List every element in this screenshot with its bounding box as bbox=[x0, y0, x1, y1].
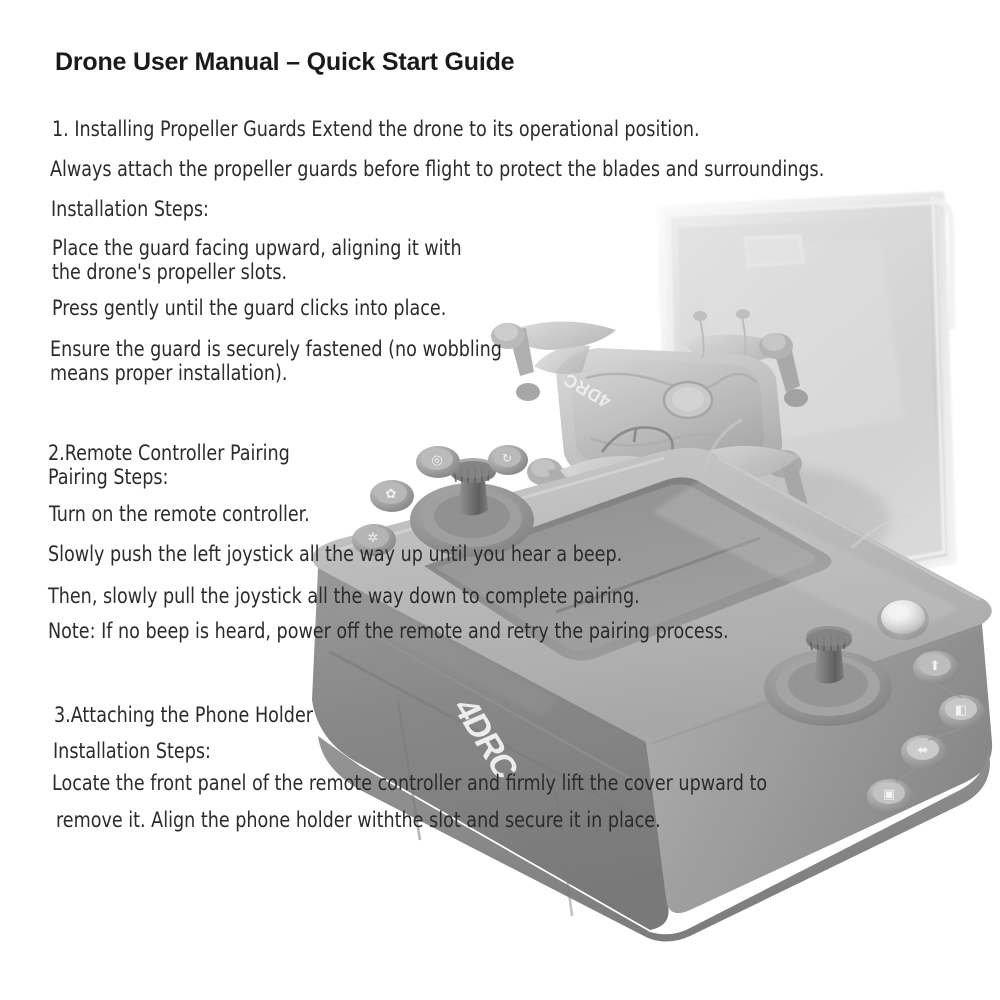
line-12-heading-3: 3.Attaching the Phone Holder bbox=[54, 703, 313, 727]
line-7-heading-2: 2.Remote Controller Pairing Pairing Step… bbox=[48, 441, 290, 489]
line-1-heading: 1. Installing Propeller Guards Extend th… bbox=[52, 117, 700, 141]
line-3-install-steps: Installation Steps: bbox=[51, 197, 209, 221]
line-4-place-guard: Place the guard facing upward, aligning … bbox=[52, 236, 462, 284]
line-5-press-gently: Press gently until the guard clicks into… bbox=[52, 296, 447, 320]
line-13-install-steps: Installation Steps: bbox=[53, 739, 211, 763]
line-15-remove: remove it. Align the phone holder withth… bbox=[56, 808, 661, 832]
line-6-ensure-guard: Ensure the guard is securely fastened (n… bbox=[50, 337, 502, 385]
line-14-locate: Locate the front panel of the remote con… bbox=[52, 771, 768, 795]
line-2-always-attach: Always attach the propeller guards befor… bbox=[50, 157, 825, 181]
line-9-slowly-push: Slowly push the left joystick all the wa… bbox=[48, 542, 623, 566]
line-10-then-pull: Then, slowly pull the joystick all the w… bbox=[48, 584, 640, 608]
line-11-note: Note: If no beep is heard, power off the… bbox=[48, 619, 729, 643]
line-8-turn-on: Turn on the remote controller. bbox=[49, 502, 310, 526]
page-title: Drone User Manual – Quick Start Guide bbox=[55, 48, 515, 76]
